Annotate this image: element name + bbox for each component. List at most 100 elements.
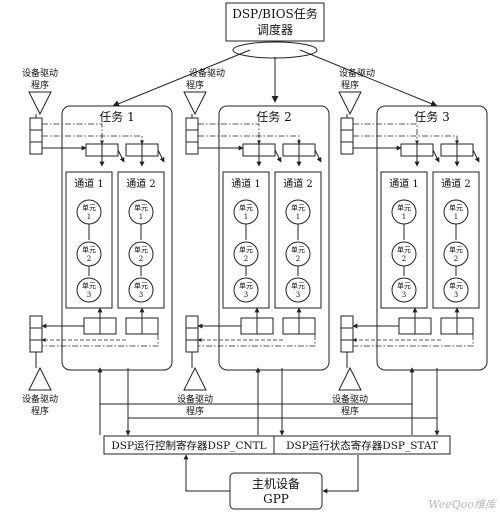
channel-1-label: 通道 1 xyxy=(389,177,419,190)
channel-2-label: 通道 2 xyxy=(126,177,156,190)
scheduler: DSP/BIOS任务 调度器 xyxy=(225,2,325,59)
device-driver-bottom-2: 设备驱动 程序 xyxy=(177,366,213,417)
scheduler-title-line2: 调度器 xyxy=(257,22,293,37)
driver-out-buffer xyxy=(185,327,199,341)
driver-in-buffer xyxy=(340,129,354,143)
driver-out-buffer xyxy=(29,339,43,353)
unit-label: 单元 xyxy=(449,281,463,290)
unit-label: 单元 xyxy=(134,245,148,254)
task-2-title: 任务 2 xyxy=(256,109,291,124)
driver-top-1-antenna-icon xyxy=(28,91,52,116)
unit-label: 单元 xyxy=(239,281,253,290)
unit-label: 单元 xyxy=(291,245,305,254)
unit-index: 2 xyxy=(454,255,458,263)
driver-to-task-signal xyxy=(42,123,104,145)
driver-to-task-signal xyxy=(353,123,419,145)
unit-index: 2 xyxy=(139,255,143,263)
driver-bottom-3-label-line1: 设备驱动 xyxy=(332,393,368,405)
unit-index: 3 xyxy=(87,291,91,299)
unit-node xyxy=(233,277,259,303)
driver-bottom-2-label-line2: 程序 xyxy=(186,405,204,417)
unit-index: 2 xyxy=(87,255,91,263)
driver-to-task-signal xyxy=(198,123,261,145)
driver-top-3-label-line1: 设备驱动 xyxy=(339,67,375,79)
driver-top-2-label-line2: 程序 xyxy=(186,79,204,91)
driver-out-buffer xyxy=(340,315,354,329)
unit-label: 单元 xyxy=(397,245,411,254)
unit-label: 单元 xyxy=(134,203,148,212)
unit-label: 单元 xyxy=(449,245,463,254)
unit-index: 2 xyxy=(402,255,406,263)
input-buffer xyxy=(258,143,276,157)
unit-index: 1 xyxy=(244,213,248,221)
input-buffer xyxy=(101,143,119,157)
unit-label: 单元 xyxy=(397,203,411,212)
input-arrow xyxy=(274,149,282,163)
unit-index: 1 xyxy=(139,213,143,221)
status-to-host-arrow xyxy=(322,455,359,494)
input-buffer xyxy=(416,143,434,157)
register-bus-lines xyxy=(97,367,440,436)
input-buffer xyxy=(456,143,474,157)
watermark: WeeQoo维库 xyxy=(428,498,498,511)
driver-in-buffer xyxy=(185,141,199,155)
device-driver-bottom-1: 设备驱动 程序 xyxy=(22,366,58,417)
output-buffer xyxy=(125,317,143,335)
unit-label: 单元 xyxy=(291,203,305,212)
unit-label: 单元 xyxy=(397,281,411,290)
input-buffer xyxy=(298,143,316,157)
register-control-label: DSP运行控制寄存器DSP_CNTL xyxy=(111,439,266,452)
driver-out-buffer xyxy=(340,327,354,341)
driver-out-buffer xyxy=(340,339,354,353)
channel-1-label: 通道 1 xyxy=(74,177,104,190)
input-arrow xyxy=(157,149,165,163)
unit-label: 单元 xyxy=(82,203,96,212)
task-1-title: 任务 1 xyxy=(99,109,134,124)
device-driver-top-2: 设备驱动 程序 xyxy=(183,67,225,116)
unit-label: 单元 xyxy=(134,281,148,290)
unit-label: 单元 xyxy=(291,281,305,290)
task-to-driver-signal xyxy=(198,334,316,347)
driver-out-buffer xyxy=(185,315,199,329)
driver-in-buffer xyxy=(29,141,43,155)
channel-2-label: 通道 2 xyxy=(441,177,471,190)
driver-to-task-signal xyxy=(353,135,459,145)
unit-index: 1 xyxy=(296,213,300,221)
device-driver-top-1: 设备驱动 程序 xyxy=(22,67,58,116)
arrow-to-task-1 xyxy=(112,49,251,107)
driver-in-buffer xyxy=(340,117,354,131)
input-buffer xyxy=(282,143,300,157)
unit-label: 单元 xyxy=(239,203,253,212)
driver-top-2-label-line1: 设备驱动 xyxy=(189,67,225,79)
input-buffer xyxy=(400,143,418,157)
registers: DSP运行控制寄存器DSP_CNTL DSP运行状态寄存器DSP_STAT xyxy=(103,435,451,455)
driver-out-buffer xyxy=(29,315,43,329)
unit-index: 1 xyxy=(402,213,406,221)
unit-node xyxy=(443,277,469,303)
host-title-line1: 主机设备 xyxy=(252,477,300,491)
driver-in-buffer xyxy=(185,129,199,143)
scheduler-arrows xyxy=(112,49,438,107)
host-title-line2: GPP xyxy=(263,492,289,506)
arrow-to-task-3 xyxy=(299,49,438,107)
task-to-driver-signal xyxy=(353,334,474,347)
driver-bottom-1-label-line2: 程序 xyxy=(31,405,49,417)
output-buffer xyxy=(298,317,316,335)
unit-index: 1 xyxy=(454,213,458,221)
channel-2-label: 通道 2 xyxy=(283,177,313,190)
input-arrow xyxy=(432,149,440,163)
output-buffer xyxy=(398,317,416,335)
unit-index: 3 xyxy=(402,291,406,299)
driver-bottom-3-label-line2: 程序 xyxy=(341,405,359,417)
output-buffer xyxy=(440,317,458,335)
unit-index: 3 xyxy=(139,291,143,299)
unit-label: 单元 xyxy=(82,245,96,254)
input-buffer xyxy=(141,143,159,157)
unit-index: 3 xyxy=(244,291,248,299)
driver-bottom-2-label-line1: 设备驱动 xyxy=(177,393,213,405)
driver-in-buffer xyxy=(185,117,199,131)
